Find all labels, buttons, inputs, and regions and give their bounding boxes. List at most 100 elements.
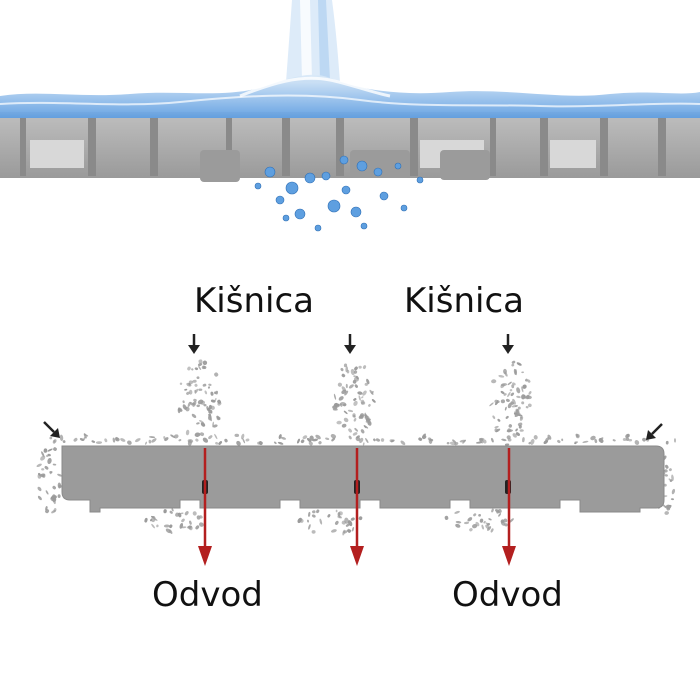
- gravel-particle: [185, 429, 190, 436]
- gravel-particle: [104, 438, 108, 443]
- gravel-particle: [273, 441, 277, 445]
- gravel-particle: [517, 414, 523, 417]
- gravel-particle: [516, 387, 521, 394]
- gravel-particle: [163, 509, 167, 514]
- gravel-particle: [209, 411, 213, 414]
- gravel-particle: [634, 440, 640, 445]
- gravel-particle: [341, 386, 346, 392]
- gravel-particle: [527, 403, 532, 408]
- gravel-particle: [373, 438, 376, 442]
- gravel-particle: [120, 438, 126, 442]
- gravel-particle: [481, 524, 484, 530]
- gravel-particle: [207, 386, 211, 389]
- gravel-particle: [507, 402, 512, 409]
- gravel-particle: [479, 518, 484, 523]
- gravel-particle: [664, 483, 667, 487]
- gravel-particle: [523, 394, 527, 399]
- gravel-particle: [194, 432, 201, 437]
- gravel-particle: [341, 423, 347, 428]
- gravel-particle: [626, 433, 630, 438]
- gravel-particle: [519, 416, 524, 421]
- gravel-particle: [344, 517, 349, 524]
- gravel-particle: [501, 438, 507, 442]
- gravel-particle: [478, 513, 481, 517]
- gravel-particle: [668, 468, 672, 472]
- tile-photo: [0, 0, 700, 232]
- gravel-particle: [46, 454, 49, 457]
- gravel-particle: [208, 435, 213, 440]
- gravel-particle: [201, 365, 206, 370]
- gravel-particle: [197, 399, 204, 405]
- gravel-particle: [350, 368, 355, 376]
- gravel-particle: [330, 529, 337, 533]
- gravel-particle: [473, 513, 477, 517]
- gravel-particle: [308, 511, 311, 517]
- gravel-particle: [335, 509, 338, 513]
- gravel-particle: [302, 435, 308, 440]
- gravel-particle: [332, 408, 338, 411]
- gravel-particle: [494, 428, 499, 433]
- gravel-particle: [340, 367, 344, 372]
- gravel-particle: [628, 438, 633, 442]
- gravel-particle: [187, 439, 194, 443]
- gravel-particle: [41, 468, 45, 471]
- gravel-particle: [622, 438, 627, 441]
- gravel-particle: [333, 402, 339, 408]
- gravel-particle: [494, 399, 499, 404]
- gravel-particle: [522, 384, 527, 389]
- gravel-particle: [345, 383, 348, 389]
- gravel-particle: [344, 390, 349, 396]
- gravel-particle: [599, 437, 604, 441]
- gravel-particle: [79, 438, 84, 441]
- gravel-particle: [361, 396, 364, 399]
- gravel-particle: [337, 515, 341, 519]
- gravel-particle: [198, 522, 204, 527]
- gravel-particle: [188, 380, 193, 385]
- water-stream: [286, 0, 340, 82]
- gravel-particle: [362, 390, 367, 396]
- gravel-particle: [52, 485, 56, 490]
- gravel-particle: [348, 384, 354, 389]
- gravel-particle: [348, 428, 352, 433]
- gravel-particle: [280, 436, 287, 440]
- gravel-particle: [530, 438, 535, 445]
- gravel-particle: [469, 528, 473, 532]
- gravel-particle: [527, 379, 531, 383]
- gravel-particle: [497, 418, 501, 422]
- gravel-particle: [52, 439, 56, 444]
- gravel-particle: [200, 422, 206, 427]
- gravel-particle: [327, 514, 331, 518]
- rain-label-right: Kišnica: [404, 281, 524, 321]
- gravel-particle: [208, 413, 212, 417]
- gravel-particle: [169, 524, 173, 529]
- gravel-particle: [486, 523, 491, 526]
- gravel-particle: [309, 435, 314, 441]
- gravel-particle: [218, 441, 223, 445]
- cross-section: [36, 334, 676, 566]
- gravel-particle: [494, 425, 499, 429]
- gravel-particle: [308, 524, 311, 530]
- gravel-particle: [503, 393, 507, 396]
- gravel-particle: [515, 432, 520, 436]
- gravel-particle: [192, 511, 197, 516]
- gravel-particle: [325, 437, 330, 440]
- gravel-particle: [590, 435, 596, 441]
- gravel-particle: [44, 465, 49, 470]
- gravel-particle: [500, 383, 508, 387]
- gravel-particle: [513, 368, 517, 375]
- gravel-particle: [444, 515, 449, 520]
- gravel-particle: [491, 508, 494, 513]
- gravel-particle: [516, 395, 521, 399]
- gravel-particle: [557, 439, 561, 444]
- gravel-particle: [208, 404, 212, 410]
- gravel-particle: [446, 441, 450, 445]
- gravel-particle: [353, 417, 357, 422]
- drain-label-right: Odvod: [452, 575, 563, 615]
- gravel-particle: [525, 378, 528, 382]
- drain-label-left: Odvod: [152, 575, 263, 615]
- gravel-particle: [528, 391, 532, 395]
- gravel-particle: [671, 488, 676, 495]
- gravel-particle: [202, 360, 208, 366]
- gravel-particle: [37, 486, 42, 492]
- gravel-particle: [37, 474, 42, 479]
